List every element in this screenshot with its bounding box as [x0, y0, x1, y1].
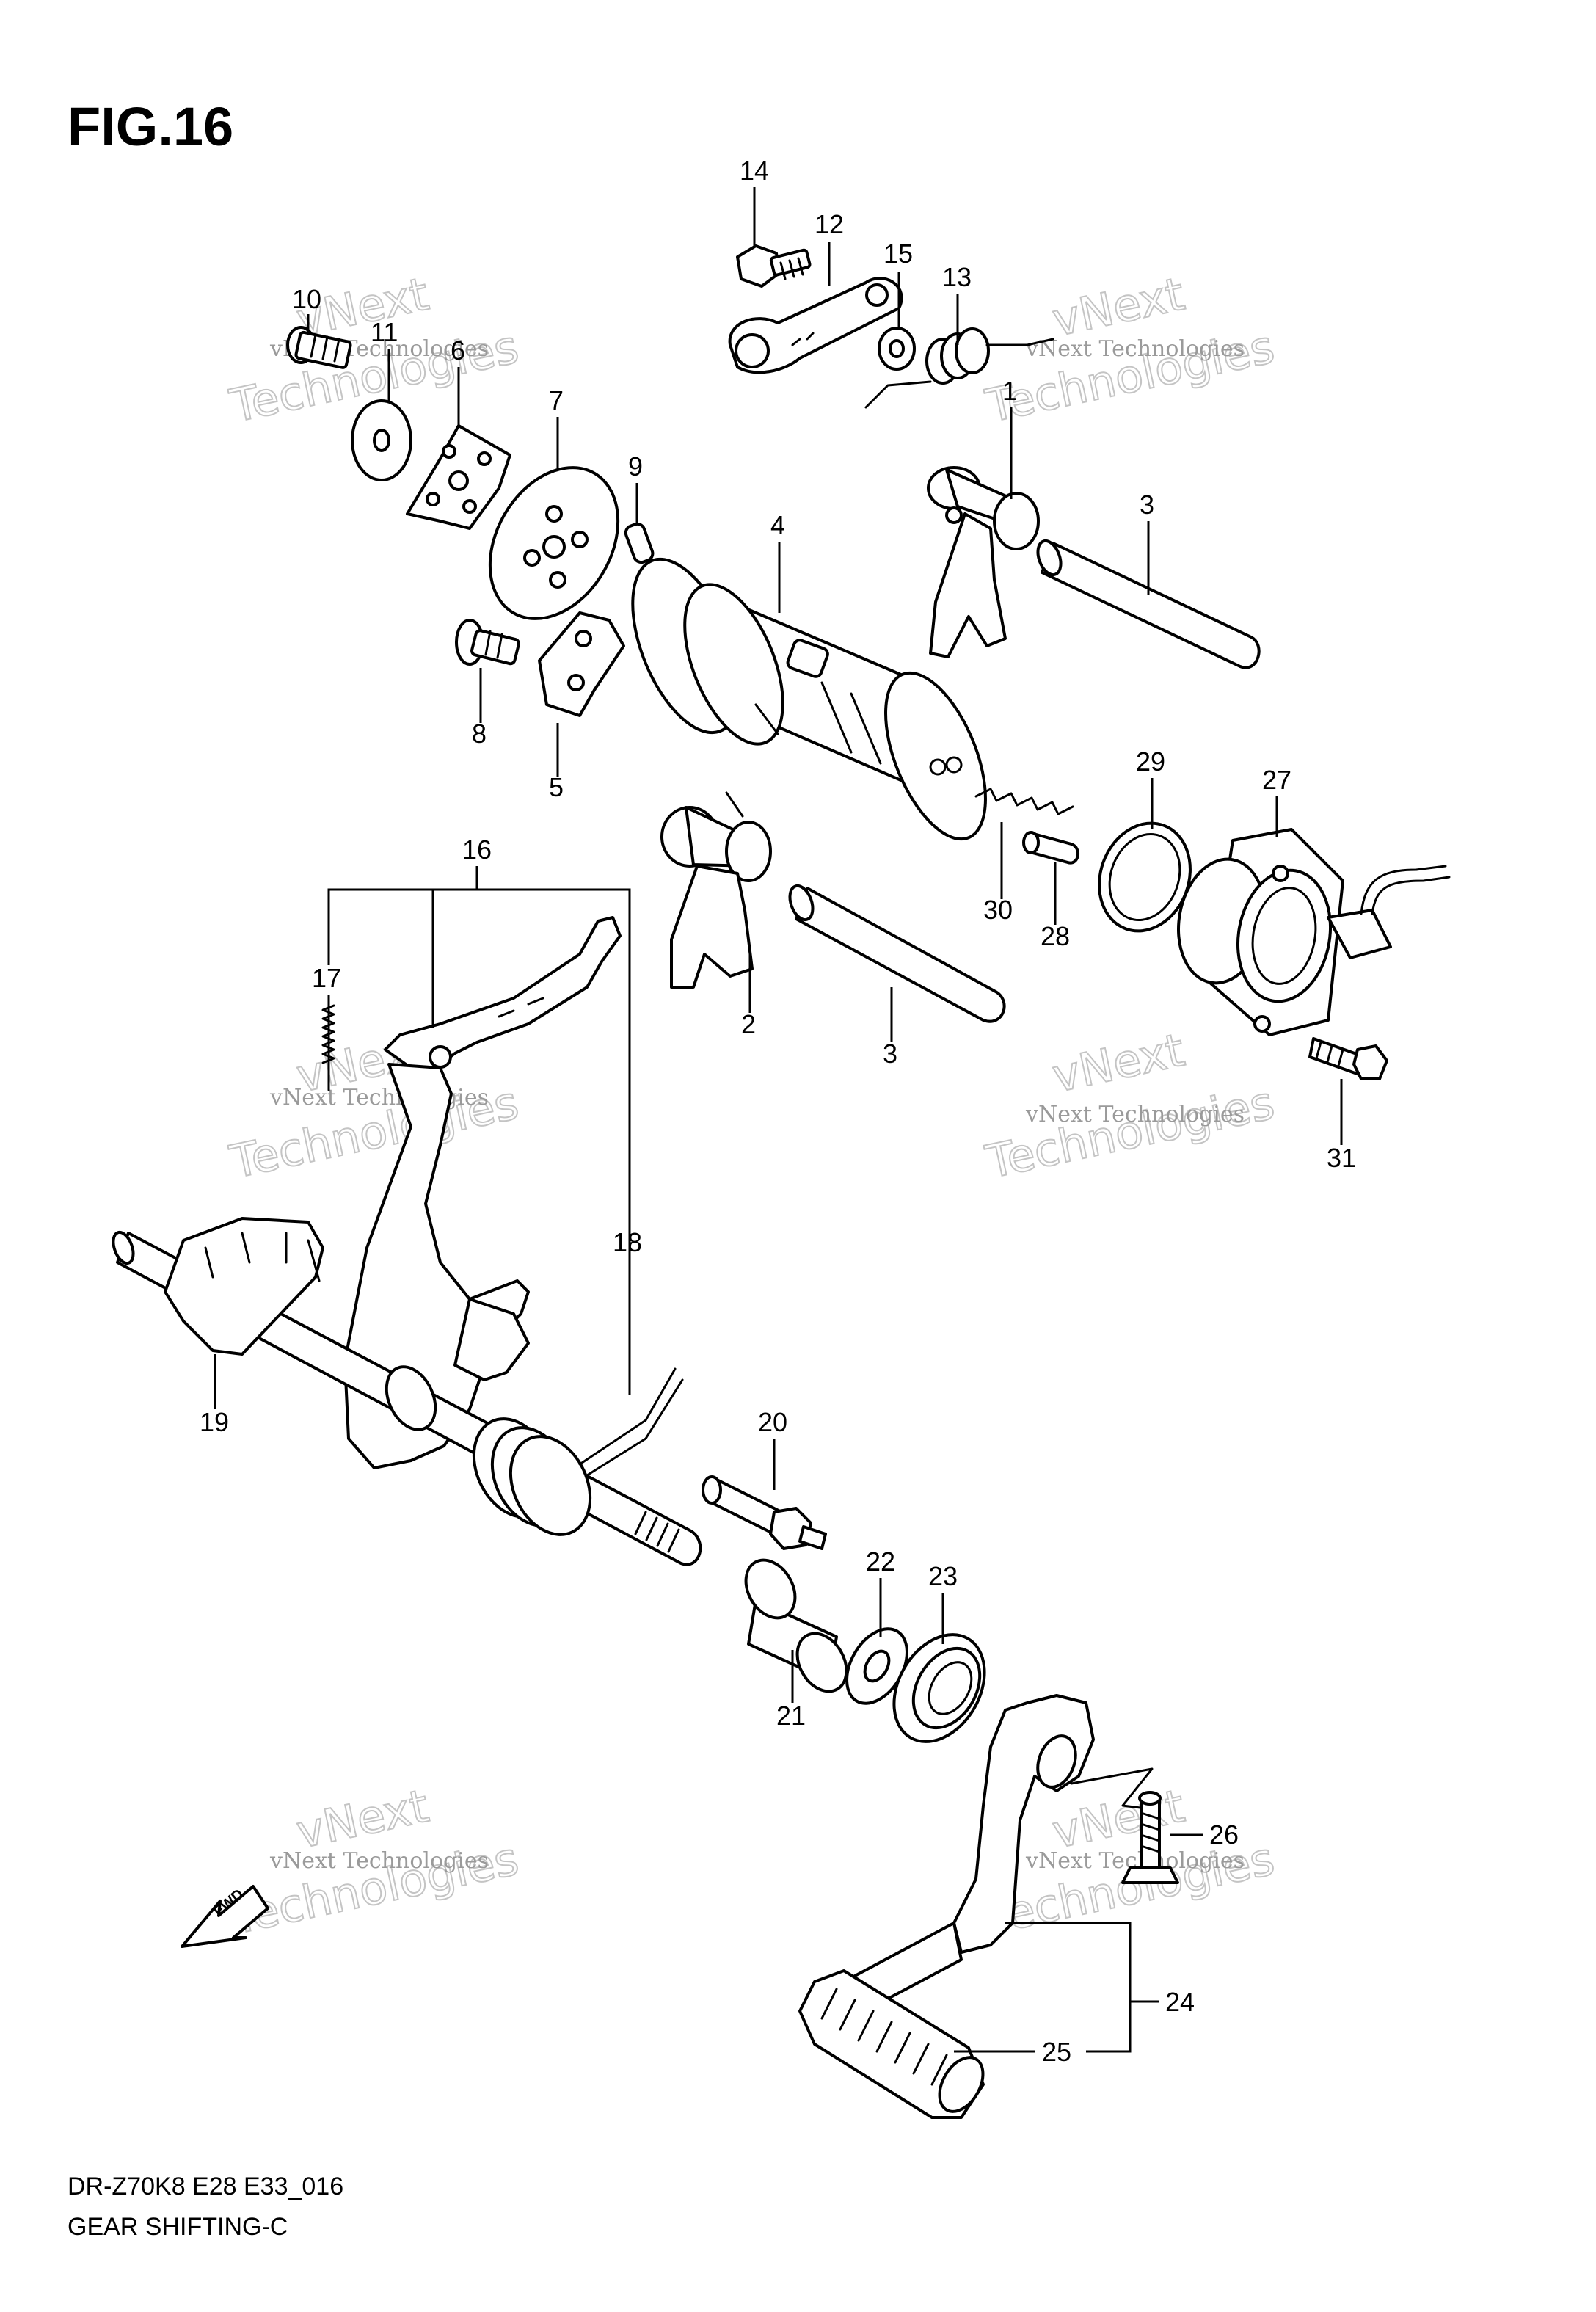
part-27-gear-position-switch[interactable] — [1169, 828, 1451, 1036]
part-19-gear-shift-plate[interactable] — [164, 1217, 324, 1356]
part-3-fork-shaft-upper[interactable] — [1034, 538, 1261, 669]
callout-3-upper: 3 — [1140, 490, 1154, 520]
callout-6: 6 — [451, 335, 465, 366]
callout-16: 16 — [462, 835, 492, 865]
part-8-screw[interactable] — [455, 619, 520, 666]
callout-22: 22 — [866, 1546, 895, 1577]
callout-30: 30 — [983, 895, 1013, 925]
callout-31: 31 — [1327, 1143, 1356, 1173]
watermark-bottom-word: Technologies — [981, 1075, 1279, 1188]
callout-8: 8 — [472, 719, 487, 749]
watermark-top-word: vNext — [1048, 1023, 1189, 1103]
watermark-top-word: vNext — [1048, 1779, 1189, 1859]
part-7-cam-plate[interactable] — [464, 445, 644, 642]
part-23-oil-seal[interactable] — [875, 1618, 1002, 1758]
callout-9: 9 — [628, 451, 643, 481]
section-name: GEAR SHIFTING-C — [68, 2213, 288, 2241]
watermark-mid-right: vNext Technologies vNext Technologies — [980, 1022, 1280, 1190]
part-5-stopper-pawl[interactable] — [538, 611, 625, 717]
callout-18: 18 — [613, 1227, 642, 1257]
callout-27: 27 — [1262, 765, 1291, 795]
callout-15: 15 — [883, 239, 913, 269]
callout-17: 17 — [312, 963, 341, 993]
part-30-spring[interactable] — [974, 788, 1074, 815]
callout-7: 7 — [549, 385, 564, 415]
callout-3-lower: 3 — [883, 1039, 897, 1069]
figure-title: FIG.16 — [68, 96, 233, 157]
part-4-gearshift-cam[interactable] — [611, 545, 1006, 853]
watermark-small: vNext Technologies — [269, 1085, 489, 1110]
callout-24: 24 — [1165, 1987, 1195, 2017]
part-2-shift-fork[interactable] — [660, 791, 772, 989]
watermark-top-word: vNext — [1048, 267, 1189, 347]
callout-28: 28 — [1041, 921, 1070, 951]
part-21-bushing[interactable] — [736, 1552, 856, 1701]
part-1-shift-fork[interactable] — [927, 466, 1040, 658]
leader-lines — [214, 187, 1343, 2053]
callout-14: 14 — [740, 156, 769, 186]
callout-19: 19 — [200, 1407, 229, 1437]
callout-29: 29 — [1136, 746, 1165, 777]
callout-21: 21 — [776, 1701, 806, 1731]
part-28-pin[interactable] — [1022, 831, 1079, 865]
part-10-bolt[interactable] — [286, 326, 352, 369]
watermark-bottom-left: vNext Technologies vNext Technologies — [225, 1778, 524, 1946]
callout-10: 10 — [292, 284, 321, 314]
part-11-washer[interactable] — [351, 399, 412, 481]
part-14-bolt[interactable] — [736, 244, 812, 288]
callout-1: 1 — [1002, 376, 1017, 406]
part-22-washer[interactable] — [834, 1618, 919, 1714]
part-15-washer[interactable] — [878, 327, 916, 371]
callout-4: 4 — [770, 510, 785, 540]
part-20-shift-pin[interactable] — [702, 1475, 827, 1550]
watermark-top-word: vNext — [292, 1779, 433, 1859]
callout-12: 12 — [815, 209, 844, 239]
part-31-bolt[interactable] — [1308, 1037, 1388, 1080]
callout-13: 13 — [942, 262, 972, 292]
callout-2: 2 — [741, 1009, 756, 1039]
callout-25: 25 — [1042, 2037, 1071, 2067]
callout-26: 26 — [1209, 1820, 1239, 1850]
part-26-bolt[interactable] — [1121, 1791, 1179, 1884]
callout-labels: 14 12 15 13 10 11 6 7 9 4 1 3 8 5 16 29 … — [200, 156, 1356, 2067]
callout-5: 5 — [549, 772, 564, 802]
watermark-small: vNext Technologies — [1025, 1102, 1245, 1127]
part-25-pedal-rubber[interactable] — [798, 1969, 992, 2119]
fwd-arrow: FWD — [181, 1885, 269, 1948]
part-3-fork-shaft-lower[interactable] — [786, 883, 1006, 1023]
model-code: DR-Z70K8 E28 E33_016 — [68, 2173, 343, 2200]
part-9-pin[interactable] — [624, 522, 655, 564]
watermark-small: vNext Technologies — [1025, 336, 1245, 362]
watermark-mid-left: vNext Technologies vNext Technologies — [225, 1022, 524, 1190]
callout-20: 20 — [758, 1407, 787, 1437]
part-12-shift-arm[interactable] — [728, 277, 903, 374]
callout-23: 23 — [928, 1561, 958, 1591]
watermark-small: vNext Technologies — [269, 1848, 489, 1874]
watermark-top-right: vNext Technologies vNext Technologies — [980, 266, 1280, 434]
part-13-spring[interactable] — [864, 327, 1054, 409]
callout-11: 11 — [371, 317, 398, 347]
part-6-stopper-plate[interactable] — [406, 424, 511, 530]
